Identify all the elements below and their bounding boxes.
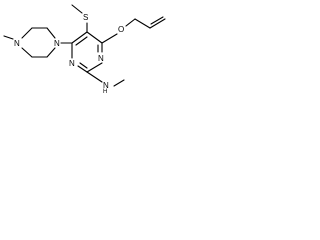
bond-ch-ch2-double xyxy=(149,18,166,29)
bond-s-methyl xyxy=(71,4,83,14)
piperazine-ring xyxy=(21,27,56,58)
bond-o-ch2 xyxy=(125,18,136,27)
atom-n-piperazine-outer: N xyxy=(14,39,20,48)
atom-n-ring-upper: N xyxy=(98,54,104,63)
bond-ch2-ch xyxy=(134,18,151,29)
atom-n-piperazine-inner: N xyxy=(54,39,60,48)
bond-methyl-n xyxy=(3,35,14,40)
bond-c6-o xyxy=(101,33,118,44)
pyrimidine-ring xyxy=(71,31,103,73)
bond-nh-methyl xyxy=(113,79,125,87)
bond-ch-ch2-double-inner xyxy=(150,16,164,25)
atom-s-thioether: S xyxy=(83,13,88,22)
bond-c2-nh xyxy=(86,71,103,83)
atom-n-amine: N xyxy=(103,81,109,90)
chemical-structure-diagram: N N N N S O N H xyxy=(3,4,166,94)
atom-o-ether: O xyxy=(118,25,124,34)
atom-n-ring-lower: N xyxy=(69,59,75,68)
atom-h-amine: H xyxy=(103,89,107,94)
